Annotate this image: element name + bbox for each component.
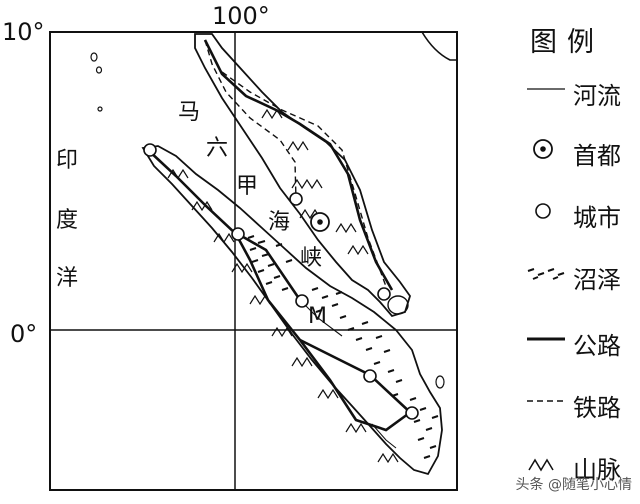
legend-label: 河流 bbox=[573, 82, 621, 110]
malay-peninsula bbox=[194, 33, 411, 318]
city-markers bbox=[143, 143, 419, 420]
strait-label-char: 马 bbox=[178, 100, 201, 125]
ocean-label-char: 印 bbox=[56, 148, 79, 173]
legend-item-river: 河流 bbox=[525, 72, 637, 110]
legend-label: 城市 bbox=[573, 204, 621, 232]
capital-marker bbox=[310, 212, 330, 232]
legend-label: 沼泽 bbox=[573, 266, 621, 294]
island-4 bbox=[435, 375, 445, 389]
lat-0-label: 0° bbox=[10, 320, 38, 348]
city-marker bbox=[231, 227, 245, 241]
lat-10-label: 10° bbox=[2, 18, 45, 46]
strait-label-char: 甲 bbox=[236, 174, 259, 199]
swamp-patch-3 bbox=[409, 397, 439, 459]
highway-line-icon bbox=[527, 337, 565, 341]
island-2 bbox=[95, 66, 103, 74]
point-m-label: M bbox=[308, 304, 327, 329]
watermark-text: 头条 @随笔小心情 bbox=[515, 477, 632, 493]
swamp-symbol-icon bbox=[527, 268, 565, 280]
legend-item-city: 城市 bbox=[525, 194, 637, 232]
city-marker bbox=[377, 287, 391, 301]
island-3 bbox=[97, 106, 103, 112]
strait-label-char: 海 bbox=[268, 210, 291, 235]
lon-100-label: 100° bbox=[212, 2, 270, 30]
city-marker bbox=[289, 192, 303, 206]
island-5 bbox=[387, 295, 409, 315]
ocean-label-char: 洋 bbox=[56, 266, 79, 291]
legend-label: 公路 bbox=[573, 332, 621, 360]
island-1 bbox=[90, 52, 98, 62]
city-symbol-icon bbox=[535, 203, 551, 219]
legend-label: 山脉 bbox=[573, 456, 621, 484]
swamp-patch-2 bbox=[311, 287, 403, 397]
highways bbox=[147, 39, 413, 432]
legend-title: 图例 bbox=[530, 27, 604, 58]
city-marker bbox=[405, 406, 419, 420]
sumatra-mountains bbox=[167, 168, 399, 464]
sumatra-island bbox=[141, 145, 443, 476]
legend-item-highway: 公路 bbox=[525, 322, 637, 360]
legend-item-railway: 铁路 bbox=[525, 384, 637, 422]
borneo-edge bbox=[421, 31, 457, 61]
railways bbox=[204, 39, 389, 293]
legend-label: 首都 bbox=[573, 142, 621, 170]
railway-line-icon bbox=[527, 400, 565, 402]
swamp-areas bbox=[247, 235, 439, 459]
city-marker bbox=[295, 294, 309, 308]
ocean-label-char: 度 bbox=[56, 208, 79, 233]
river-line-icon bbox=[527, 88, 565, 90]
legend-label: 铁路 bbox=[573, 394, 621, 422]
city-marker bbox=[363, 369, 377, 383]
map-frame bbox=[49, 31, 458, 491]
city-marker bbox=[143, 143, 157, 157]
mountain-symbol-icon bbox=[528, 458, 554, 472]
strait-label-char: 六 bbox=[206, 136, 229, 161]
legend-item-capital: 首都 bbox=[525, 132, 637, 170]
legend-item-swamp: 沼泽 bbox=[525, 256, 637, 294]
legend-item-mountain: 山脉 bbox=[525, 446, 637, 484]
swamp-patch-1 bbox=[247, 235, 293, 291]
capital-symbol-icon bbox=[533, 139, 553, 159]
strait-label-char: 峡 bbox=[300, 246, 323, 271]
